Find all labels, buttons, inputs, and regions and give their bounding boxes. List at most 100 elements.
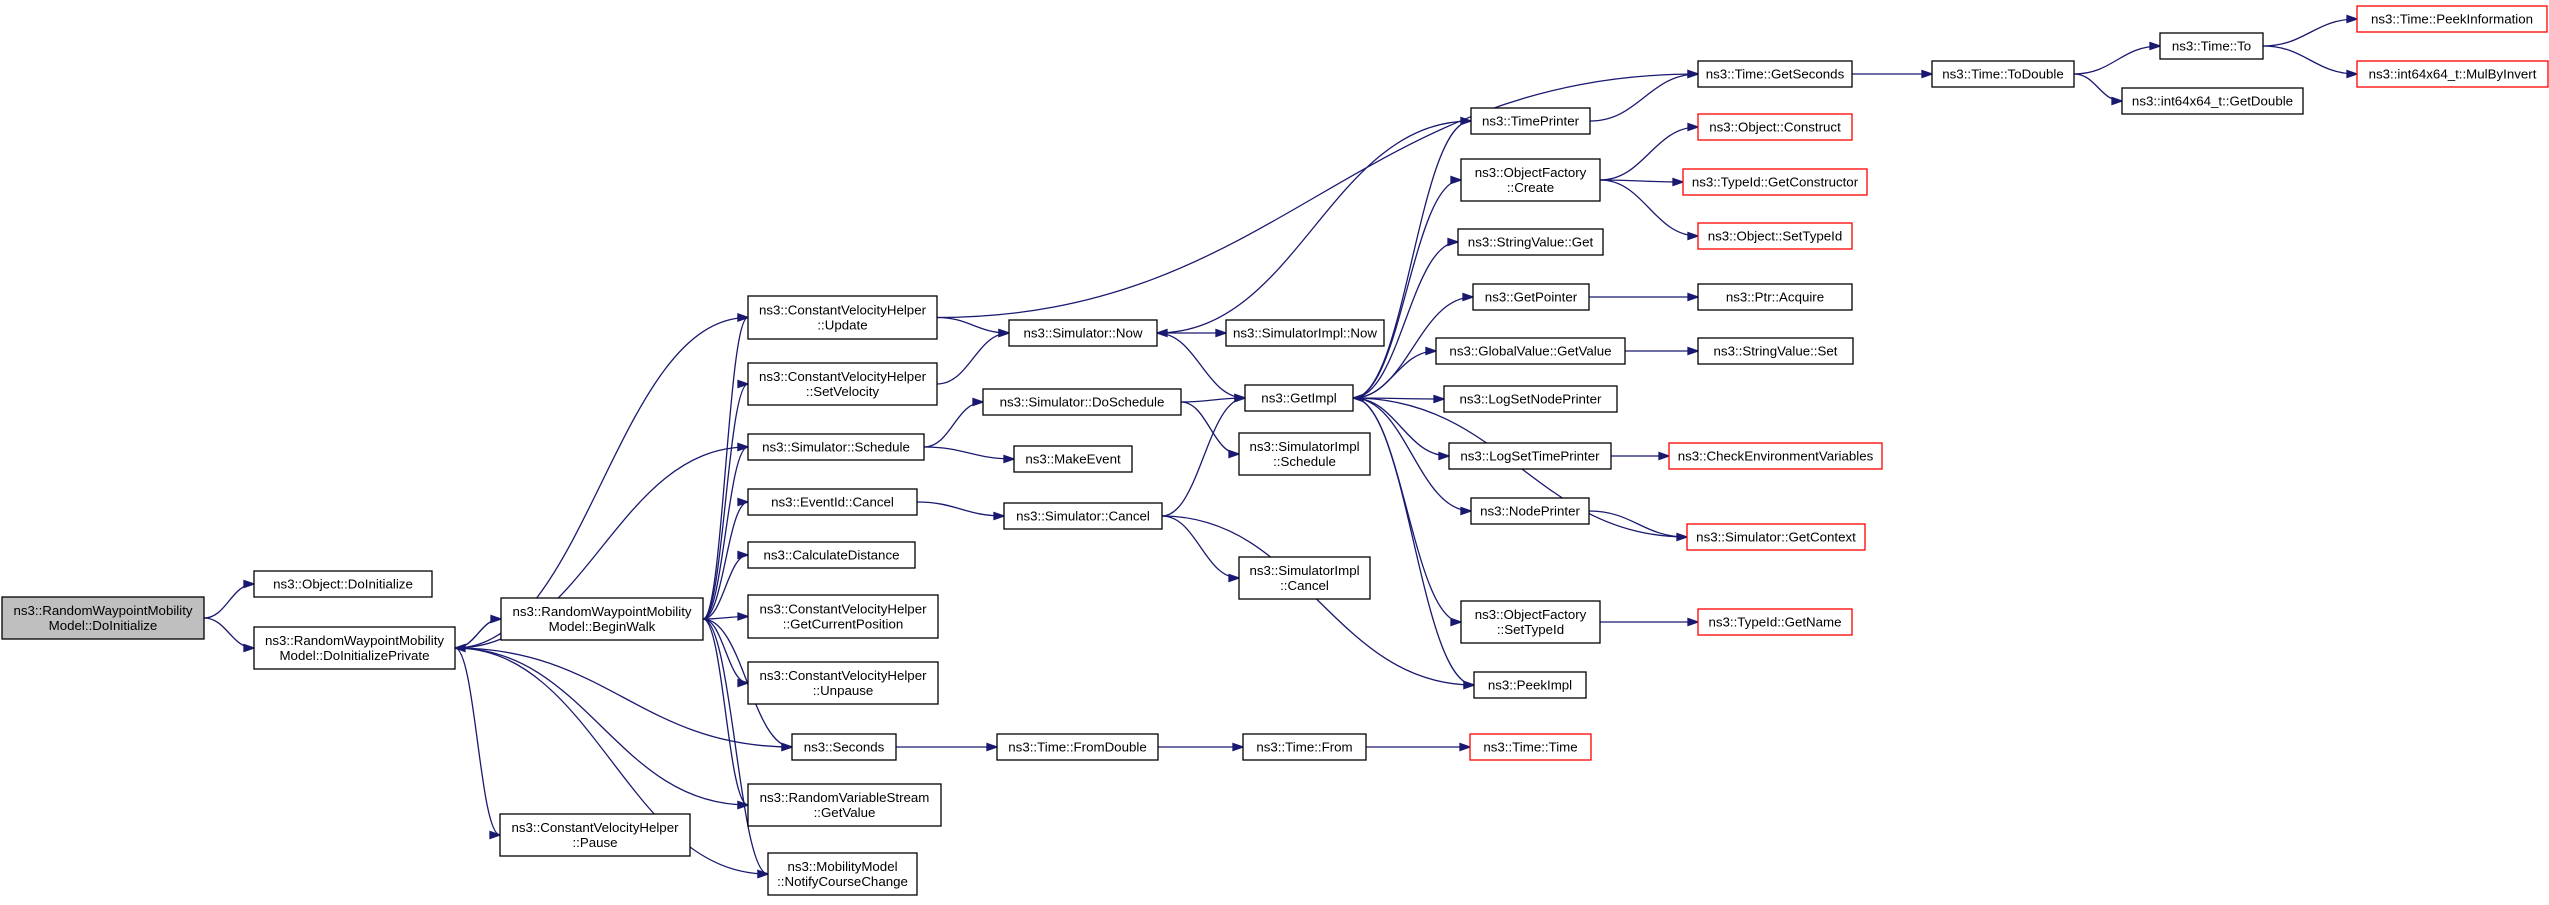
node-label: ns3::StringValue::Set [1714,344,1838,359]
edge-doinitpriv-to-cvpause [454,647,502,840]
edge-root-to-objdoinit [203,579,256,619]
node-box [2356,5,2548,33]
node-mmnotify[interactable]: ns3::MobilityModel::NotifyCourseChange [767,852,918,896]
node-makeevent[interactable]: ns3::MakeEvent [1013,445,1133,473]
node-timegetsec[interactable]: ns3::Time::GetSeconds [1697,60,1853,88]
node-typeidgetctor[interactable]: ns3::TypeId::GetConstructor [1682,168,1868,196]
edge-simcancel-to-simimplcancel [1161,515,1241,583]
edge-gvgetvalue-to-strvalset [1624,346,1700,356]
node-label: ::Schedule [1273,454,1336,469]
node-label: ::Pause [572,835,617,850]
node-timetime[interactable]: ns3::Time::Time [1469,733,1592,761]
node-box [1242,733,1367,761]
node-typeidgetname[interactable]: ns3::TypeId::GetName [1697,608,1853,636]
edge-getimpl-to-nodeprinter [1352,397,1473,516]
node-simimplcancel[interactable]: ns3::SimulatorImpl::Cancel [1238,556,1371,600]
node-checkenv[interactable]: ns3::CheckEnvironmentVariables [1668,442,1883,470]
node-cvpause[interactable]: ns3::ConstantVelocityHelper::Pause [499,813,691,857]
node-label: ns3::MobilityModel [787,859,897,874]
node-ofcreate[interactable]: ns3::ObjectFactory::Create [1460,158,1601,202]
node-box [1697,608,1853,636]
edge-timeprinter-to-simnow [1155,120,1472,338]
node-label: ::Unpause [813,683,874,698]
node-simschedule[interactable]: ns3::Simulator::Schedule [747,433,925,461]
node-box [1460,600,1601,644]
edge-doinitpriv-to-rvsgetval [454,647,750,810]
node-box [747,295,938,340]
node-cvgetpos[interactable]: ns3::ConstantVelocityHelper::GetCurrentP… [747,594,939,639]
node-cvsetvel[interactable]: ns3::ConstantVelocityHelper::SetVelocity [747,362,938,406]
node-label: ns3::TypeId::GetConstructor [1692,175,1859,190]
node-seconds[interactable]: ns3::Seconds [791,733,897,761]
node-label: ns3::Simulator::DoSchedule [1000,395,1165,410]
node-box [1460,158,1601,202]
node-box [1469,733,1592,761]
node-box [1244,384,1354,412]
node-timeprinter[interactable]: ns3::TimePrinter [1470,107,1591,135]
node-timetodouble[interactable]: ns3::Time::ToDouble [1931,60,2075,88]
node-box [747,433,925,461]
node-simimplnow[interactable]: ns3::SimulatorImpl::Now [1225,319,1385,347]
node-beginwalk[interactable]: ns3::RandomWaypointMobilityModel::BeginW… [500,597,704,641]
node-timefromdouble[interactable]: ns3::Time::FromDouble [996,733,1159,761]
edge-beginwalk-to-doinitpriv [453,618,502,653]
edge-getimpl-to-strvalget [1352,237,1460,399]
call-graph-edges [203,14,2359,879]
node-box [1470,107,1591,135]
node-gvgetvalue[interactable]: ns3::GlobalValue::GetValue [1435,337,1626,365]
edge-beginwalk-to-cvsetvel [702,379,750,620]
node-strvalget[interactable]: ns3::StringValue::Get [1457,228,1604,256]
node-label: ::SetVelocity [806,384,880,399]
node-simcancel[interactable]: ns3::Simulator::Cancel [1003,502,1163,530]
node-evcancel[interactable]: ns3::EventId::Cancel [747,488,918,516]
edge-getimpl-to-gvgetvalue [1352,346,1438,399]
node-label: ns3::Time::To [2172,39,2251,54]
node-logsettime[interactable]: ns3::LogSetTimePrinter [1448,442,1612,470]
edge-simschedule-to-simdosched [923,397,985,448]
edge-seconds-to-timefromdouble [895,742,999,752]
node-cvupdate[interactable]: ns3::ConstantVelocityHelper::Update [747,295,938,340]
node-box [747,594,939,639]
edge-timetodouble-to-int64getdouble [2073,73,2124,106]
node-cvunpause[interactable]: ns3::ConstantVelocityHelper::Unpause [747,661,939,705]
node-timefrom[interactable]: ns3::Time::From [1242,733,1367,761]
node-int64mulbyinvert[interactable]: ns3::int64x64_t::MulByInvert [2356,60,2549,88]
node-timeto[interactable]: ns3::Time::To [2159,32,2264,60]
node-objsettypeid[interactable]: ns3::Object::SetTypeId [1697,222,1853,250]
node-getpointer[interactable]: ns3::GetPointer [1472,283,1590,311]
node-objdoinit[interactable]: ns3::Object::DoInitialize [253,570,433,598]
node-int64getdouble[interactable]: ns3::int64x64_t::GetDouble [2121,87,2304,115]
node-ofsettypeid[interactable]: ns3::ObjectFactory::SetTypeId [1460,600,1601,644]
node-objconstruct[interactable]: ns3::Object::Construct [1697,113,1853,141]
node-logsetnode[interactable]: ns3::LogSetNodePrinter [1443,385,1618,413]
node-label: ns3::Simulator::Cancel [1016,509,1150,524]
node-label: ns3::PeekImpl [1488,678,1572,693]
node-box [1697,337,1854,365]
node-rvsgetval[interactable]: ns3::RandomVariableStream::GetValue [747,783,942,827]
node-strvalset[interactable]: ns3::StringValue::Set [1697,337,1854,365]
node-simdosched[interactable]: ns3::Simulator::DoSchedule [982,388,1182,416]
node-timepeekinfo[interactable]: ns3::Time::PeekInformation [2356,5,2548,33]
node-label: ns3::TypeId::GetName [1708,615,1841,630]
node-getimpl[interactable]: ns3::GetImpl [1244,384,1354,412]
node-box [1457,228,1604,256]
node-simnow[interactable]: ns3::Simulator::Now [1008,319,1158,347]
node-box [1238,556,1371,600]
node-label: ns3::SimulatorImpl [1249,439,1359,454]
node-peekimpl[interactable]: ns3::PeekImpl [1473,671,1587,699]
node-box [1931,60,2075,88]
node-nodeprinter[interactable]: ns3::NodePrinter [1470,497,1590,525]
node-label: ns3::NodePrinter [1480,504,1580,519]
node-simgetctx[interactable]: ns3::Simulator::GetContext [1686,523,1866,551]
edge-doinitpriv-to-seconds [454,647,794,752]
node-calcdist[interactable]: ns3::CalculateDistance [747,541,916,569]
node-label: ::Create [1507,180,1554,195]
node-simimplsched[interactable]: ns3::SimulatorImpl::Schedule [1238,432,1371,476]
node-label: ::GetCurrentPosition [783,617,903,632]
call-graph-nodes: ns3::RandomWaypointMobilityModel::DoInit… [1,5,2549,896]
node-label: ns3::Ptr::Acquire [1726,290,1824,305]
node-doinitpriv[interactable]: ns3::RandomWaypointMobilityModel::DoInit… [253,626,456,670]
node-box [791,733,897,761]
node-label: Model::BeginWalk [549,619,656,634]
node-ptracquire[interactable]: ns3::Ptr::Acquire [1697,283,1853,311]
